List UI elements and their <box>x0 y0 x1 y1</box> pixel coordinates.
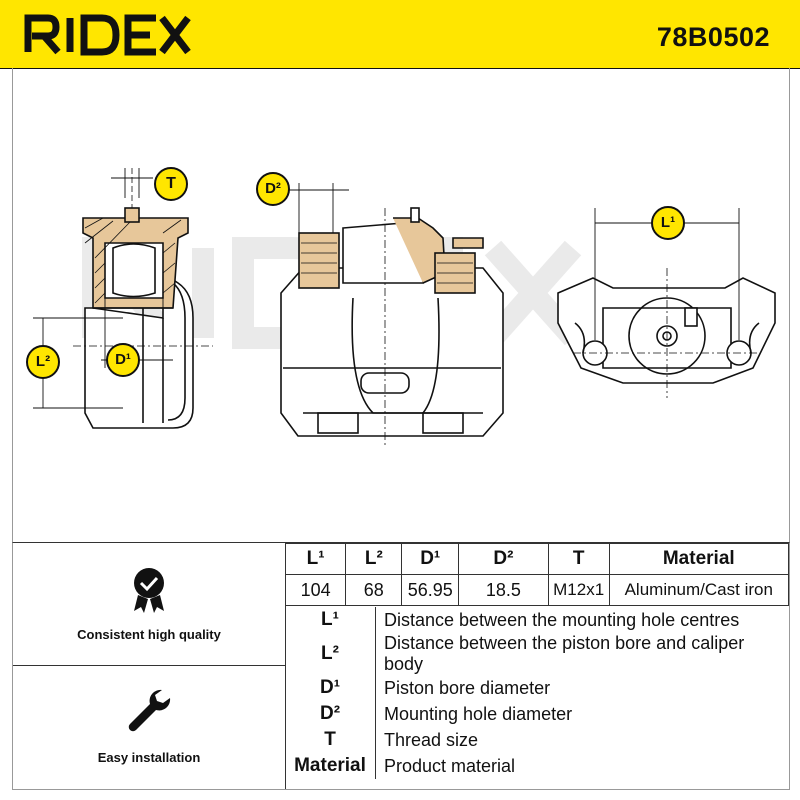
part-number: 78B0502 <box>656 22 770 52</box>
quality-badge-icon <box>134 568 164 613</box>
legend-description: Product material <box>384 755 516 776</box>
feature-quality: Consistent high quality <box>13 543 285 666</box>
badge-D2: D² <box>256 172 290 206</box>
side-section-view <box>73 168 213 429</box>
back-view <box>557 268 776 398</box>
legend-row: T Thread size <box>285 727 788 753</box>
legend-table: L¹ Distance between the mounting hole cen… <box>285 607 788 779</box>
feature-installation: Easy installation <box>13 666 285 788</box>
spec-header-L2: L² <box>345 543 403 575</box>
legend-symbol: L² <box>285 633 376 675</box>
legend-row: Material Product material <box>285 753 788 779</box>
legend-row: L¹ Distance between the mounting hole cen… <box>285 607 788 633</box>
spec-value-D2: 18.5 <box>458 574 549 606</box>
spec-table: L¹ L² D¹ D² T Material 104 68 56.95 18.5… <box>284 543 790 606</box>
legend-description: Piston bore diameter <box>384 677 551 698</box>
legend-symbol: T <box>285 727 376 753</box>
spec-value-material: Aluminum/Cast iron <box>608 574 790 606</box>
legend-symbol: Material <box>285 753 376 779</box>
legend-symbol: D² <box>285 701 376 727</box>
feature-installation-label: Easy installation <box>97 750 201 765</box>
ridex-logo <box>24 14 191 56</box>
dimension-lines-middle <box>283 183 349 233</box>
spec-value-row: 104 68 56.95 18.5 M12x1 Aluminum/Cast ir… <box>284 574 790 606</box>
feature-quality-label: Consistent high quality <box>77 627 221 642</box>
spec-header-L1: L¹ <box>284 543 347 575</box>
front-view <box>280 207 504 448</box>
specifications-section: Consistent high quality Easy installatio… <box>12 542 790 790</box>
spec-value-D1: 56.95 <box>401 574 460 606</box>
wrench-icon <box>128 689 171 732</box>
badge-T: T <box>154 167 188 201</box>
legend-row: D² Mounting hole diameter <box>285 701 788 727</box>
badge-L2: L² <box>26 345 60 379</box>
spec-value-L1: 104 <box>284 574 347 606</box>
legend-description: Distance between the piston bore and cal… <box>384 633 745 674</box>
spec-header-row: L¹ L² D¹ D² T Material <box>284 543 790 575</box>
spec-header-T: T <box>547 543 610 575</box>
dimension-lines-left <box>33 168 173 409</box>
header-bar: 78B0502 <box>0 0 800 69</box>
spec-header-D1: D¹ <box>401 543 460 575</box>
features-panel: Consistent high quality Easy installatio… <box>13 543 286 789</box>
caliper-drawing <box>33 168 776 448</box>
spec-header-D2: D² <box>458 543 549 575</box>
legend-symbol: L¹ <box>285 607 376 633</box>
spec-value-L2: 68 <box>345 574 403 606</box>
legend-description: Thread size <box>384 729 479 750</box>
legend-row: D¹ Piston bore diameter <box>285 675 788 701</box>
technical-drawing: T D² L¹ L² D¹ <box>12 68 790 542</box>
legend-symbol: D¹ <box>285 675 376 701</box>
spec-value-T: M12x1 <box>547 574 610 606</box>
legend-description: Mounting hole diameter <box>384 703 573 724</box>
spec-header-material: Material <box>608 543 790 575</box>
legend-description: Distance between the mounting hole centr… <box>384 609 740 630</box>
badge-D1: D¹ <box>106 343 140 377</box>
badge-L1: L¹ <box>651 206 685 240</box>
